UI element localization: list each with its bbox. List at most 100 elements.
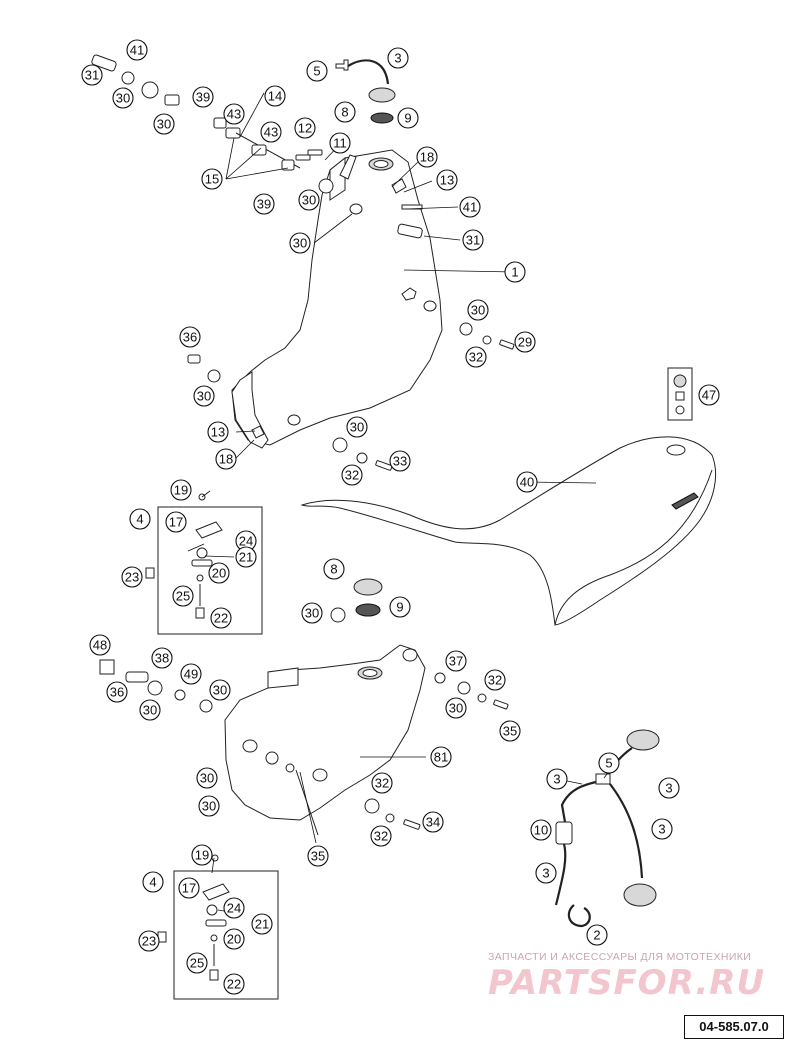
callout-circle: [416, 146, 438, 168]
callout-circle: [329, 132, 351, 154]
callout-label: 31: [85, 68, 99, 83]
callout-label: 18: [219, 452, 233, 467]
callout-label: 12: [298, 121, 312, 136]
callout-32: 32: [465, 346, 487, 368]
callout-circle: [193, 385, 215, 407]
callout-label: 30: [350, 420, 364, 435]
callout-circle: [371, 772, 393, 794]
callout-30: 30: [153, 113, 175, 135]
callout-17: 17: [178, 877, 200, 899]
callout-30: 30: [139, 699, 161, 721]
callout-11: 11: [329, 132, 351, 154]
callout-circle: [106, 681, 128, 703]
callout-30: 30: [196, 767, 218, 789]
callout-circle: [112, 87, 134, 109]
callout-circle: [260, 121, 282, 143]
callout-label: 38: [155, 651, 169, 666]
callout-10: 10: [530, 819, 552, 841]
callout-circle: [462, 229, 484, 251]
fuel-tap-kit-upper: [145, 506, 263, 635]
callout-circle: [651, 818, 673, 840]
callout-label: 30: [213, 683, 227, 698]
callout-label: 13: [211, 425, 225, 440]
callout-circle: [129, 508, 151, 530]
callout-49: 49: [180, 663, 202, 685]
callout-22: 22: [223, 973, 245, 995]
callout-circle: [484, 669, 506, 691]
callout-label: 47: [702, 388, 716, 403]
callout-circle: [516, 471, 538, 493]
callout-9: 9: [397, 107, 419, 129]
callout-label: 49: [184, 667, 198, 682]
seat: [300, 436, 717, 626]
callout-circle: [209, 679, 231, 701]
callout-29: 29: [514, 331, 536, 353]
callout-circle: [89, 634, 111, 656]
callout-25: 25: [186, 952, 208, 974]
callout-label: 25: [190, 956, 204, 971]
callout-24: 24: [235, 530, 257, 552]
watermark-logo: PARTSFOR.RU: [488, 963, 766, 1003]
callout-1: 1: [504, 261, 526, 283]
callout-19: 19: [191, 844, 213, 866]
callout-23: 23: [138, 930, 160, 952]
callout-circle: [430, 746, 452, 768]
callout-circle: [138, 930, 160, 952]
callout-4: 4: [129, 508, 151, 530]
callout-label: 30: [293, 236, 307, 251]
callout-circle: [139, 699, 161, 721]
callout-label: 40: [520, 475, 534, 490]
callout-circle: [598, 752, 620, 774]
callout-label: 32: [374, 829, 388, 844]
callout-label: 32: [375, 776, 389, 791]
callout-label: 3: [658, 822, 665, 837]
callout-label: 30: [197, 389, 211, 404]
callout-circle: [370, 825, 392, 847]
callout-41: 41: [126, 39, 148, 61]
callout-label: 15: [205, 172, 219, 187]
callout-circle: [179, 326, 201, 348]
callout-circle: [546, 768, 568, 790]
callout-circle: [334, 101, 356, 123]
callout-circle: [172, 585, 194, 607]
callout-circle: [294, 117, 316, 139]
callout-label: 3: [394, 51, 401, 66]
callout-label: 19: [195, 848, 209, 863]
callout-36: 36: [106, 681, 128, 703]
callout-label: 21: [239, 550, 253, 565]
callout-label: 37: [449, 654, 463, 669]
callout-8: 8: [334, 101, 356, 123]
callout-circle: [389, 450, 411, 472]
callout-label: 30: [202, 799, 216, 814]
callout-13: 13: [436, 169, 458, 191]
callout-label: 32: [469, 350, 483, 365]
callout-label: 30: [449, 701, 463, 716]
callout-circle: [207, 421, 229, 443]
callout-36: 36: [179, 326, 201, 348]
callout-21: 21: [251, 913, 273, 935]
callout-circle: [186, 952, 208, 974]
callout-label: 35: [311, 849, 325, 864]
callout-circle: [180, 663, 202, 685]
callout-label: 39: [196, 90, 210, 105]
callout-4: 4: [142, 871, 164, 893]
callout-25: 25: [172, 585, 194, 607]
callout-label: 24: [239, 534, 253, 549]
callout-label: 20: [227, 932, 241, 947]
callout-circle: [192, 86, 214, 108]
callout-label: 17: [182, 881, 196, 896]
callout-circle: [459, 196, 481, 218]
callout-30: 30: [298, 189, 320, 211]
callout-label: 22: [227, 977, 241, 992]
callout-14: 14: [264, 85, 286, 107]
callout-39: 39: [192, 86, 214, 108]
callout-circle: [289, 232, 311, 254]
watermark-caption: ЗАПЧАСТИ И АКСЕССУАРЫ ДЛЯ МОТОТЕХНИКИ: [488, 951, 752, 963]
callout-circle: [264, 85, 286, 107]
callout-circle: [151, 647, 173, 669]
fuel-tap-kit-lower: [157, 870, 279, 1000]
callout-circle: [223, 928, 245, 950]
callout-circle: [698, 384, 720, 406]
callout-label: 14: [268, 89, 282, 104]
callout-3: 3: [546, 768, 568, 790]
